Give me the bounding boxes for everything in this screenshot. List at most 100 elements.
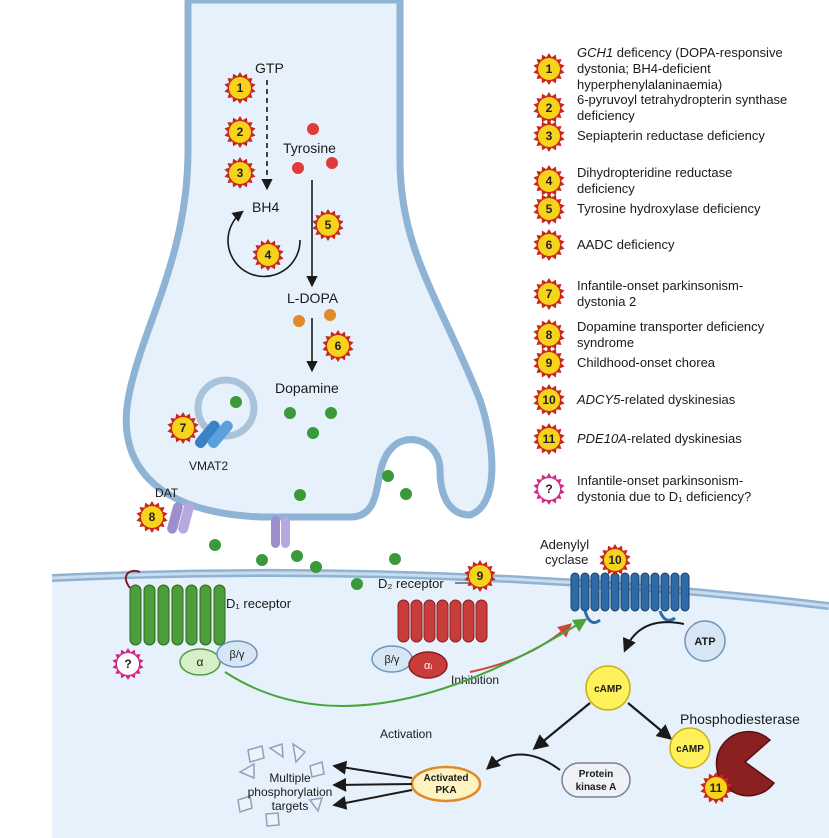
- badge-7: 7: [167, 412, 199, 444]
- targets-label-2: phosphorylation: [248, 785, 333, 799]
- dat-transporter-2: [271, 516, 290, 548]
- legend-item: ? Infantile-onset parkinsonism-dystonia d…: [533, 473, 751, 505]
- badge-1: 1: [224, 72, 256, 104]
- badge-8: 8: [136, 501, 168, 533]
- badge-4: 4: [252, 239, 284, 271]
- legend-badge-4-number: 4: [546, 174, 553, 188]
- legend-text-line: syndrome: [577, 335, 634, 350]
- gtp-label: GTP: [255, 60, 284, 76]
- badge-6: 6: [322, 330, 354, 362]
- tyrosine-label: Tyrosine: [283, 140, 336, 156]
- badge-10: 10: [599, 544, 631, 576]
- camp-pde-node: cAMP: [669, 727, 711, 769]
- legend-text-line: 6-pyruvoyl tetrahydropterin synthase: [577, 92, 787, 107]
- legend-badge-10: 10: [533, 384, 565, 416]
- badge-7-number: 7: [180, 421, 187, 435]
- tyrosine-dot: [292, 162, 304, 174]
- atp-to-camp-arrow: [622, 621, 685, 653]
- legend-badge-11-number: 11: [543, 432, 556, 446]
- d2-g-alpha-i: αᵢ: [408, 651, 448, 679]
- targets-label-1: Multiple: [269, 771, 311, 785]
- legend-badge-4: 4: [533, 165, 565, 197]
- phosphodiesterase-label: Phosphodiesterase: [680, 711, 800, 727]
- presynaptic-terminal: [122, 0, 496, 521]
- legend-item: 9 Childhood-onset chorea: [533, 347, 716, 379]
- pka-activation-arrow: [485, 753, 561, 771]
- ldopa-dot: [293, 315, 305, 327]
- legend-badge-9: 9: [533, 347, 565, 379]
- badge-3-number: 3: [237, 166, 244, 180]
- badge-2-number: 2: [237, 125, 244, 139]
- vmat2-transporter: [194, 420, 233, 449]
- tyrosine-dot: [307, 123, 319, 135]
- activation-label: Activation: [380, 727, 432, 741]
- legend-badge-3-number: 3: [546, 129, 553, 143]
- activation-arrow: [224, 618, 588, 707]
- bh4-recycling-arrow: [227, 210, 301, 278]
- legend-item: 10 ADCY5-related dyskinesias: [533, 384, 736, 416]
- pka-target-arrow-3: [332, 789, 413, 810]
- phosphorylation-target-shapes: [237, 742, 325, 827]
- betagamma-label: β/γ: [230, 649, 245, 661]
- alpha-i-label: αᵢ: [424, 660, 432, 672]
- badge-11-number: 11: [710, 781, 723, 795]
- legend-text-line: dystonia; BH4-deficient: [577, 61, 711, 76]
- alpha-label: α: [197, 655, 204, 669]
- dat-label: DAT: [155, 486, 179, 500]
- badge-question: ?: [112, 648, 144, 680]
- badge-1-number: 1: [237, 81, 244, 95]
- legend-text-line: ADCY5-related dyskinesias: [576, 392, 736, 407]
- d1-g-alpha: α: [179, 648, 221, 676]
- targets-label-3: targets: [272, 799, 309, 813]
- badge-2: 2: [224, 116, 256, 148]
- legend-text-line: Childhood-onset chorea: [577, 355, 716, 370]
- legend-text-line: dystonia due to D₁ deficiency?: [577, 489, 751, 504]
- legend-text-line: Infantile-onset parkinsonism-: [577, 278, 743, 293]
- ldopa-dot: [324, 309, 336, 321]
- atp-node: ATP: [684, 620, 726, 662]
- badge-3: 3: [224, 157, 256, 189]
- legend-item: 26-pyruvoyl tetrahydropterin synthasedef…: [533, 92, 787, 124]
- legend-badge-1-number: 1: [546, 62, 553, 76]
- activated-pka-label-2: PKA: [435, 785, 456, 796]
- pka-target-arrow-2: [332, 777, 413, 792]
- legend-badge-5: 5: [533, 193, 565, 225]
- legend-badge-question: ?: [533, 473, 565, 505]
- vmat2-label: VMAT2: [189, 459, 228, 473]
- legend-badge-3: 3: [533, 120, 565, 152]
- camp-label: cAMP: [594, 684, 622, 695]
- legend-text-line: Tyrosine hydroxylase deficiency: [577, 201, 761, 216]
- legend-text-line: Infantile-onset parkinsonism-: [577, 473, 743, 488]
- legend-badge-11: 11: [533, 423, 565, 455]
- legend-badge-7-number: 7: [546, 287, 553, 301]
- legend-text-line: Sepiapterin reductase deficiency: [577, 128, 765, 143]
- legend-badge-1: 1: [533, 53, 565, 85]
- activated-pka-label-1: Activated: [423, 773, 468, 784]
- legend-text-line: deficiency: [577, 108, 635, 123]
- bh4-label: BH4: [252, 199, 279, 215]
- legend-badge-8: 8: [533, 319, 565, 351]
- d2-receptor-label: D₂ receptor: [378, 576, 444, 591]
- adenylyl-label: Adenylyl: [540, 537, 589, 552]
- phosphodiesterase-enzyme: [715, 730, 776, 797]
- activated-pka: Activated PKA: [410, 765, 482, 803]
- d1-n-terminus: [124, 569, 141, 589]
- legend-badge-9-number: 9: [546, 356, 553, 370]
- legend-text-line: deficiency: [577, 181, 635, 196]
- legend-text-line: Dopamine transporter deficiency: [577, 319, 765, 334]
- legend-text-line: Dihydropteridine reductase: [577, 165, 732, 180]
- legend-badge-question-number: ?: [545, 482, 552, 496]
- adenylyl-cyclase: [570, 572, 690, 624]
- ldopa-label: L-DOPA: [287, 290, 339, 306]
- inhibition-label: Inhibition: [451, 673, 499, 687]
- badge-9: 9: [464, 560, 496, 592]
- legend-badge-6: 6: [533, 229, 565, 261]
- badge-11: 11: [700, 772, 732, 804]
- d2-g-betagamma: β/γ: [371, 645, 413, 673]
- badge-5: 5: [312, 209, 344, 241]
- d2-betagamma-label: β/γ: [385, 654, 400, 666]
